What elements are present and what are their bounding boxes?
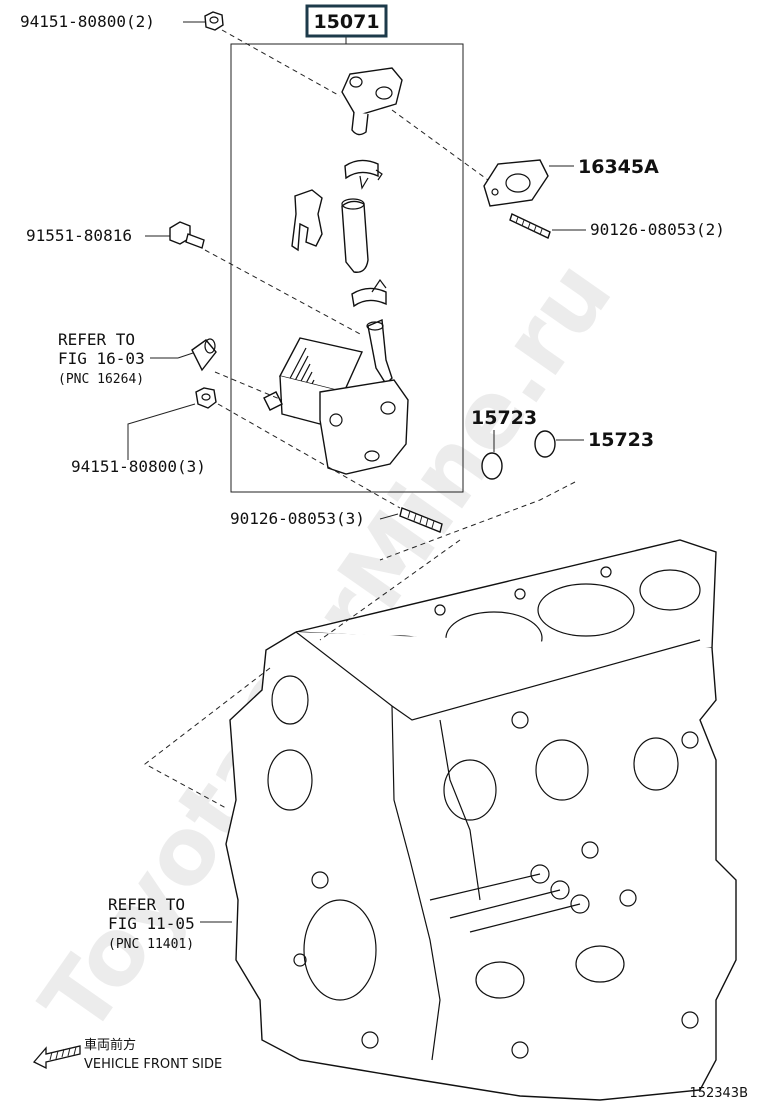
oring-left-part (481, 452, 503, 480)
assembly-box (230, 43, 464, 493)
refer-a-line2[interactable]: FIG 16-03 (58, 349, 145, 368)
hose-bracket-part (291, 189, 323, 252)
bolt-part (169, 221, 205, 249)
nut-lower-part (195, 387, 217, 409)
refer-b-line1[interactable]: REFER TO (108, 895, 185, 914)
callout-oring-left[interactable]: 15723 (471, 407, 537, 429)
flange-union-part (341, 67, 403, 136)
callout-nut-lower[interactable]: 94151-80800(3) (71, 457, 206, 476)
refer-b-line3: (PNC 11401) (108, 937, 194, 952)
illustration-id: 152343B (689, 1086, 748, 1101)
hose-clamp-upper-part (344, 159, 383, 190)
stud-lower-part (399, 507, 443, 533)
gasket-part (483, 159, 549, 207)
refer-a-line1[interactable]: REFER TO (58, 330, 135, 349)
callout-gasket[interactable]: 16345A (578, 156, 659, 178)
assembly-number-box[interactable] (305, 4, 388, 38)
front-arrow-icon (32, 1045, 81, 1070)
refer-a-line3: (PNC 16264) (58, 372, 144, 387)
hose-clamp-lower-part (351, 278, 387, 308)
callout-nut-top[interactable]: 94151-80800(2) (20, 12, 155, 31)
nut-top-part (204, 11, 224, 31)
vehicle-front-english: VEHICLE FRONT SIDE (84, 1057, 222, 1072)
oring-right-part (534, 430, 556, 458)
stud-right-part (509, 213, 551, 239)
oil-cooler-part (263, 318, 409, 475)
assembly-number[interactable]: 15071 (313, 11, 379, 33)
callout-stud-lower[interactable]: 90126-08053(3) (230, 509, 365, 528)
cylinder-block-part (225, 539, 737, 1101)
refer-b-line2[interactable]: FIG 11-05 (108, 914, 195, 933)
coolant-hose-part (341, 198, 369, 273)
callout-bolt[interactable]: 91551-80816 (26, 226, 132, 245)
water-pipe-part (191, 338, 217, 372)
callout-oring-right[interactable]: 15723 (588, 429, 654, 451)
vehicle-front-japanese: 車両前方 (84, 1037, 136, 1053)
callout-stud-right[interactable]: 90126-08053(2) (590, 220, 725, 239)
